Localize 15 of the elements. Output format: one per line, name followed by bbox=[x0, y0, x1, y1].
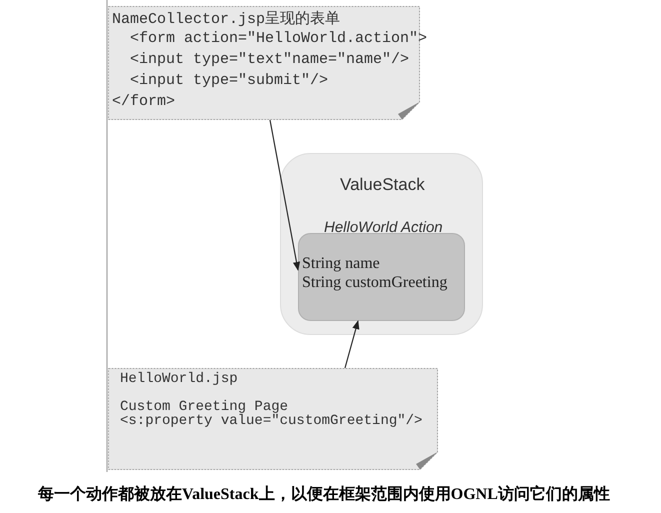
box-heading: HelloWorld Action bbox=[324, 219, 443, 236]
code-line: <s:property value="customGreeting"/> bbox=[120, 413, 422, 429]
note-title: NameCollector.jsp呈现的表单 bbox=[112, 10, 340, 28]
arrow bbox=[344, 320, 360, 368]
code-line: </form> bbox=[112, 93, 176, 110]
code-line: Custom Greeting Page bbox=[120, 399, 288, 415]
field-text: String name bbox=[302, 255, 380, 273]
arrow bbox=[269, 120, 300, 271]
caption: 每一个动作都被放在ValueStack上，以便在框架范围内使用OGNL访问它们的属性 bbox=[38, 484, 610, 505]
panel-title: ValueStack bbox=[340, 175, 425, 195]
note-title: HelloWorld.jsp bbox=[120, 371, 238, 387]
code-line: <form action="HelloWorld.action"> bbox=[130, 30, 428, 47]
code-line: <input type="submit"/> bbox=[130, 72, 328, 89]
code-line: <input type="text"name="name"/> bbox=[130, 51, 410, 68]
field-text: String customGreeting bbox=[302, 274, 448, 292]
